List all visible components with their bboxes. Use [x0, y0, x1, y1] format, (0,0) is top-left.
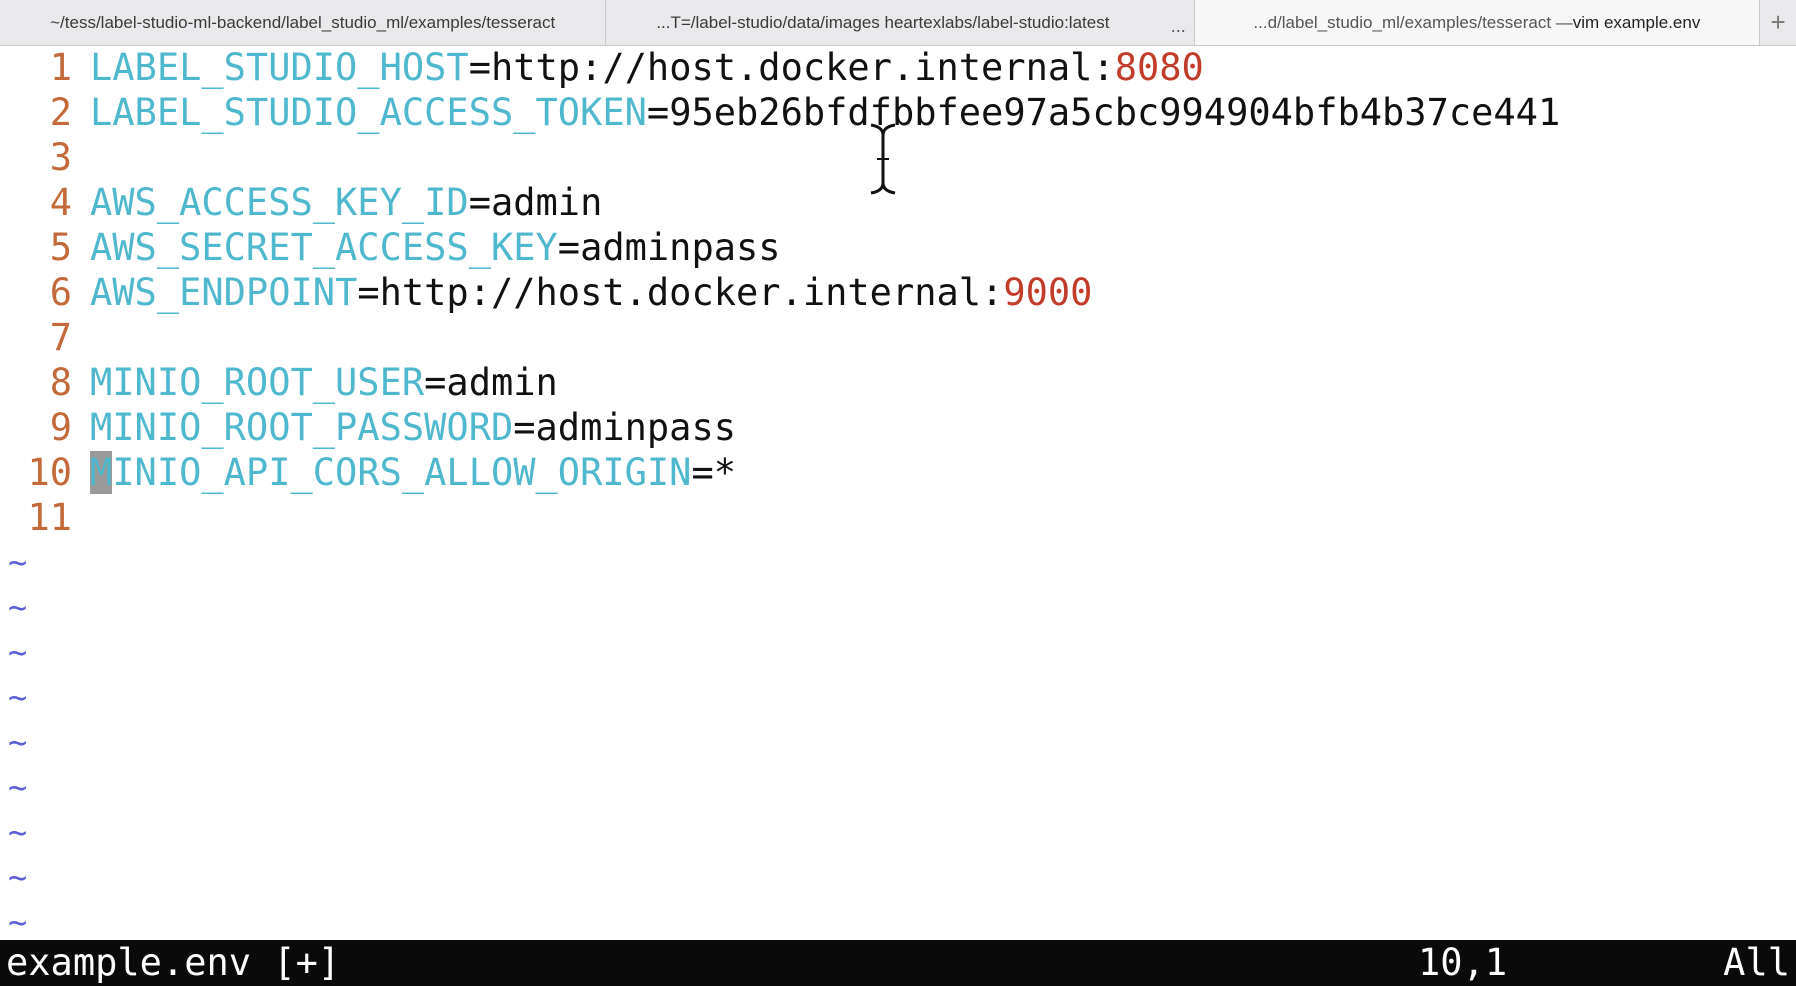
status-scroll-indicator: All: [1723, 941, 1790, 984]
equals-sign: =: [691, 451, 714, 494]
line-number: 3: [49, 136, 72, 179]
editor-line[interactable]: 11: [0, 495, 1796, 540]
line-content: AWS_ACCESS_KEY_ID=admin: [90, 180, 602, 225]
empty-line-tilde: ~: [8, 903, 28, 941]
empty-line-tilde: ~: [8, 588, 28, 626]
empty-line-tilde: ~: [8, 813, 28, 851]
env-value: adminpass: [580, 226, 781, 269]
env-value: adminpass: [535, 406, 737, 449]
env-key: AWS_SECRET_ACCESS_KEY: [90, 226, 558, 269]
env-value: *: [713, 451, 737, 494]
equals-sign: =: [646, 91, 670, 134]
env-value: admin: [446, 361, 558, 404]
equals-sign: =: [513, 406, 536, 449]
equals-sign: =: [557, 226, 581, 269]
editor-line[interactable]: 3: [0, 135, 1796, 180]
env-key: AWS_ACCESS_KEY_ID: [90, 181, 469, 224]
line-number: 4: [49, 181, 72, 224]
port-number: 9000: [1003, 271, 1093, 314]
equals-sign: =: [468, 46, 491, 89]
tab-label-prefix: ...d/label_studio_ml/examples/tesseract …: [1253, 12, 1573, 32]
env-value: admin: [490, 181, 603, 224]
editor-line[interactable]: 8 MINIO_ROOT_USER=admin: [0, 360, 1796, 405]
env-key: LABEL_STUDIO_ACCESS_TOKEN: [90, 91, 647, 134]
editor-line[interactable]: 7: [0, 315, 1796, 360]
tab-label: ~/tess/label-studio-ml-backend/label_stu…: [50, 12, 556, 32]
env-key: AWS_ENDPOINT: [90, 271, 358, 314]
new-tab-button[interactable]: +: [1760, 0, 1796, 45]
line-number: 2: [49, 91, 72, 134]
editor-line[interactable]: 2 LABEL_STUDIO_ACCESS_TOKEN=95eb26bfdfbbf…: [0, 90, 1796, 135]
env-value: http://host.docker.internal:: [379, 271, 1004, 314]
empty-line-tilde: ~: [8, 633, 28, 671]
tab-tesseract-shell[interactable]: ~/tess/label-studio-ml-backend/label_stu…: [0, 0, 607, 45]
line-number: 5: [49, 226, 72, 269]
editor-line[interactable]: 5 AWS_SECRET_ACCESS_KEY=adminpass: [0, 225, 1796, 270]
tab-label-suffix: vim example.env: [1572, 12, 1701, 32]
line-content: MINIO_ROOT_PASSWORD=adminpass: [90, 405, 736, 450]
line-content: AWS_SECRET_ACCESS_KEY=adminpass: [90, 225, 781, 270]
line-number: 8: [49, 361, 72, 404]
env-key: INIO_API_CORS_ALLOW_ORIGIN: [112, 451, 692, 494]
env-key: LABEL_STUDIO_HOST: [90, 46, 469, 89]
line-number: 6: [49, 271, 72, 314]
port-number: 8080: [1114, 46, 1204, 89]
tab-overflow-indicator: ...: [1170, 16, 1186, 36]
env-key: MINIO_ROOT_PASSWORD: [90, 406, 514, 449]
line-number: 11: [27, 496, 72, 539]
line-content: AWS_ENDPOINT=http://host.docker.internal…: [90, 270, 1092, 315]
status-cursor-position: 10,1: [1418, 941, 1508, 984]
editor-line[interactable]: 1 LABEL_STUDIO_HOST=http://host.docker.in…: [0, 45, 1796, 90]
line-number: 7: [49, 316, 72, 359]
plus-icon: +: [1770, 7, 1786, 37]
empty-line-tilde: ~: [8, 543, 28, 581]
line-content: LABEL_STUDIO_HOST=http://host.docker.int…: [90, 45, 1204, 90]
empty-line-tilde: ~: [8, 768, 28, 806]
tab-vim-example-env[interactable]: ...d/label_studio_ml/examples/tesseract …: [1194, 0, 1761, 45]
text-cursor: M: [90, 451, 113, 494]
terminal-tab-bar: ~/tess/label-studio-ml-backend/label_stu…: [0, 0, 1796, 46]
line-content: MINIO_ROOT_USER=admin: [90, 360, 558, 405]
env-key: MINIO_ROOT_USER: [90, 361, 425, 404]
line-content: LABEL_STUDIO_ACCESS_TOKEN=95eb26bfdfbbfe…: [90, 90, 1560, 135]
vim-status-line: example.env [+] 10,1 All: [0, 940, 1796, 986]
tab-docker-run[interactable]: ...T=/label-studio/data/images heartexla…: [606, 0, 1195, 45]
line-number: 1: [49, 46, 72, 89]
editor-line[interactable]: 4 AWS_ACCESS_KEY_ID=admin: [0, 180, 1796, 225]
editor-line[interactable]: 9 MINIO_ROOT_PASSWORD=adminpass: [0, 405, 1796, 450]
editor-line[interactable]: 6 AWS_ENDPOINT=http://host.docker.interna…: [0, 270, 1796, 315]
editor-line[interactable]: 10 MINIO_API_CORS_ALLOW_ORIGIN=*: [0, 450, 1796, 495]
line-number: 9: [49, 406, 72, 449]
equals-sign: =: [357, 271, 380, 314]
line-number: 10: [27, 451, 72, 494]
empty-line-tilde: ~: [8, 723, 28, 761]
empty-line-tilde: ~: [8, 678, 28, 716]
empty-line-tilde: ~: [8, 858, 28, 896]
equals-sign: =: [424, 361, 447, 404]
line-content: MINIO_API_CORS_ALLOW_ORIGIN=*: [90, 450, 736, 495]
env-value: 95eb26bfdfbbfee97a5cbc994904bfb4b37ce441: [669, 91, 1561, 134]
ibeam-cursor-icon: [870, 123, 896, 195]
equals-sign: =: [468, 181, 491, 224]
tab-label: ...T=/label-studio/data/images heartexla…: [656, 12, 1110, 32]
env-value: http://host.docker.internal:: [490, 46, 1115, 89]
status-filename: example.env [+]: [6, 941, 341, 984]
